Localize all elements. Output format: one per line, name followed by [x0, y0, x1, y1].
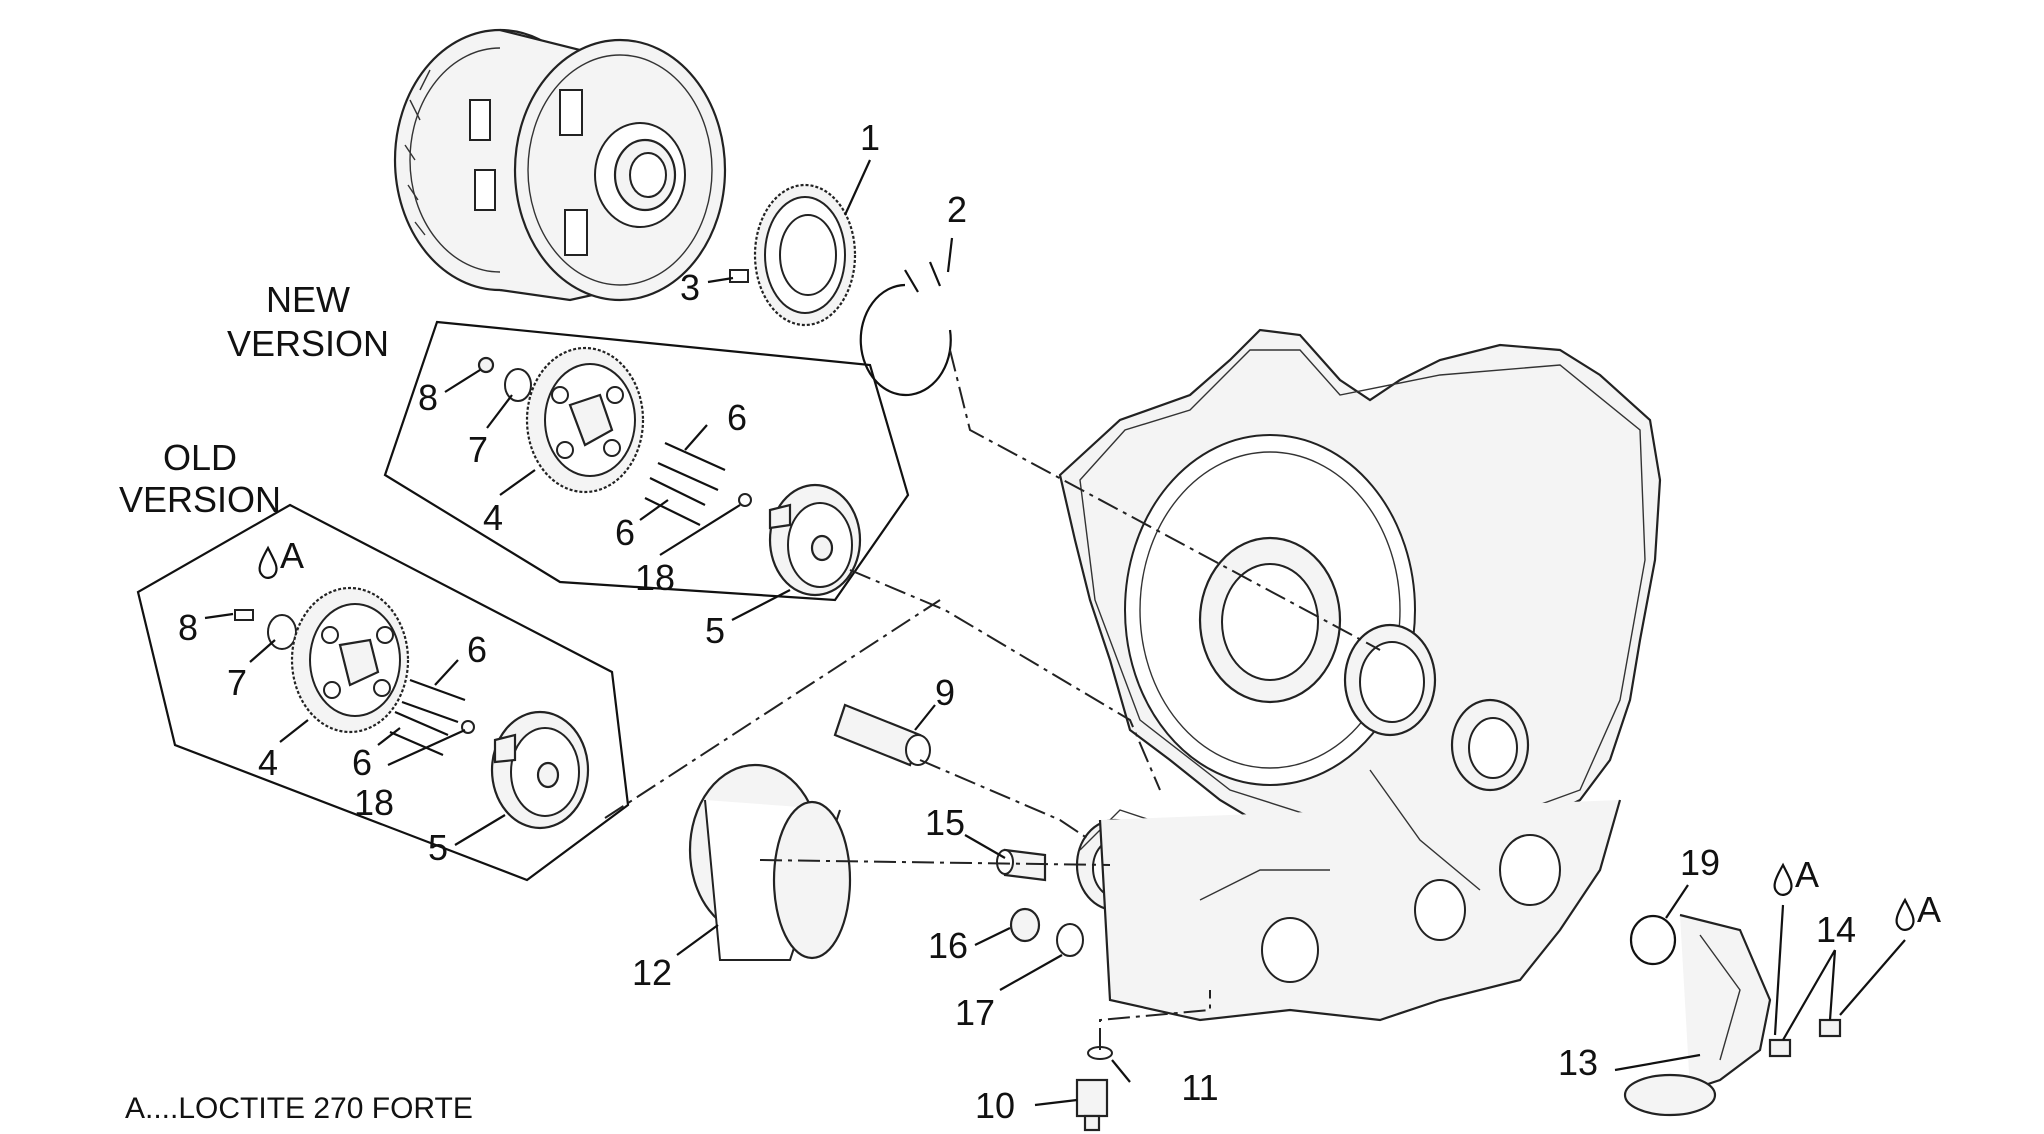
- new-callout-7: 7: [468, 429, 488, 470]
- new-part-8-drawing: [477, 356, 495, 374]
- callout-19: 19: [1680, 842, 1720, 883]
- old-callout-6-b: 6: [352, 742, 372, 783]
- crankcase-drawing: [1058, 328, 1662, 1022]
- new-callout-4: 4: [483, 497, 503, 538]
- callout-15: 15: [925, 802, 965, 843]
- old-part-6-bolt-drawing: [401, 678, 466, 724]
- callout-14: 14: [1816, 909, 1856, 950]
- old-callout-18: 18: [354, 782, 394, 823]
- callout-11: 11: [1181, 1067, 1218, 1108]
- part-3-pin-drawing: [729, 269, 749, 283]
- part-10-drawing: [1075, 1078, 1109, 1132]
- callout-16: 16: [928, 925, 968, 966]
- new-part-4-gear-drawing: [525, 346, 645, 494]
- part-15-drawing: [996, 848, 1047, 882]
- new-callout-6-a: 6: [727, 397, 747, 438]
- old-version-frame: [136, 503, 630, 882]
- callout-3: 3: [680, 267, 700, 308]
- new-part-6-bolt-drawing-2: [644, 477, 706, 526]
- part-17-drawing: [1056, 923, 1084, 957]
- callout-17: 17: [955, 992, 995, 1033]
- new-part-18-drawing: [738, 493, 752, 507]
- loctite-marker-old: A: [258, 535, 304, 579]
- new-callout-18: 18: [635, 557, 675, 598]
- new-part-7-drawing: [504, 368, 532, 402]
- part-16-drawing: [1009, 907, 1041, 943]
- old-callout-6-a: 6: [467, 629, 487, 670]
- part-2-circlip-drawing: [859, 261, 952, 397]
- loctite-footnote: A....LOCTITE 270 FORTE: [125, 1092, 473, 1125]
- part-1-gear-drawing: [753, 183, 857, 327]
- old-part-4-gear-drawing: [290, 586, 410, 734]
- loctite-marker-right-2: A: [1895, 889, 1941, 931]
- new-version-label-line2: VERSION: [227, 323, 389, 364]
- loctite-marker-label-right-2: A: [1917, 889, 1941, 930]
- assembly-centerlines: [604, 349, 1381, 1050]
- callout-2: 2: [947, 189, 967, 230]
- part-12-oil-filter-drawing: [688, 763, 852, 961]
- old-part-5-pump-drawing: [490, 710, 590, 830]
- part-9-drawing: [833, 703, 931, 767]
- old-version-label-line1: OLD: [163, 437, 237, 478]
- new-callout-8: 8: [418, 377, 438, 418]
- old-callout-4: 4: [258, 742, 278, 783]
- old-callout-7: 7: [227, 662, 247, 703]
- new-version-frame: [383, 320, 910, 602]
- old-part-6-bolt-drawing-2: [389, 710, 449, 757]
- part-14-screw-drawing: [1768, 1018, 1842, 1058]
- old-part-8-drawing: [234, 609, 254, 621]
- callout-9: 9: [935, 672, 955, 713]
- old-callout-8: 8: [178, 607, 198, 648]
- new-callout-6-b: 6: [615, 512, 635, 553]
- new-version-label-line1: NEW: [266, 279, 350, 320]
- new-callout-5: 5: [705, 610, 725, 651]
- new-part-5-pump-drawing: [768, 483, 862, 597]
- loctite-marker-right-1: A: [1773, 854, 1819, 896]
- leader-lines: [204, 159, 1906, 1107]
- old-callout-5: 5: [428, 827, 448, 868]
- callout-1: 1: [860, 117, 880, 158]
- loctite-marker-label-old: A: [280, 535, 304, 576]
- callout-10: 10: [975, 1085, 1015, 1126]
- callout-12: 12: [632, 952, 672, 993]
- new-part-6-bolt-drawing: [657, 441, 726, 492]
- loctite-marker-label-right-1: A: [1795, 854, 1819, 895]
- part-13-pickup-drawing: [1623, 913, 1772, 1117]
- callout-13: 13: [1558, 1042, 1598, 1083]
- clutch-basket-drawing: [393, 28, 727, 302]
- callout-numbers: 1 2 3 8 7 4 6 6 18 5 8 7 4 6 6 18 5 9 15…: [178, 117, 1856, 1126]
- old-version-label-line2: VERSION: [119, 479, 281, 520]
- part-19-oring-drawing: [1629, 914, 1677, 966]
